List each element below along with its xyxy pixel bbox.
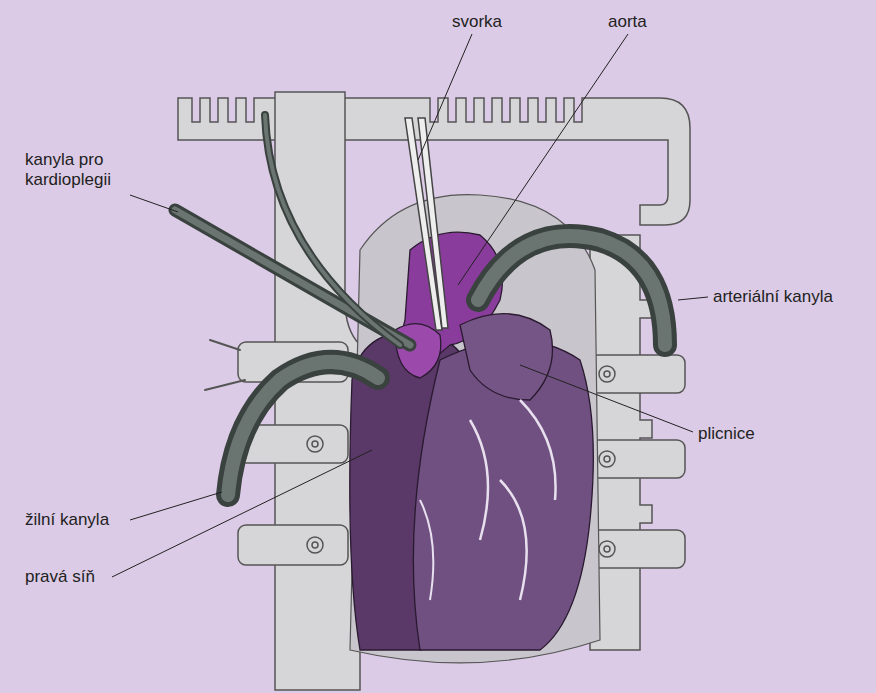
part-label: žilní kanyla xyxy=(25,510,109,530)
part-label: aorta xyxy=(608,12,647,32)
part-label: kanyla pro kardioplegii xyxy=(25,150,137,190)
part-label: arteriální kanyla xyxy=(713,287,833,307)
part-label: plicnice xyxy=(698,424,755,444)
clamp xyxy=(405,118,448,330)
cannulas xyxy=(175,115,665,495)
part-label: svorka xyxy=(452,12,502,32)
retractor xyxy=(178,92,690,690)
leader-lines xyxy=(112,34,708,577)
part-label: pravá síň xyxy=(25,567,95,587)
pericardium xyxy=(350,195,600,663)
